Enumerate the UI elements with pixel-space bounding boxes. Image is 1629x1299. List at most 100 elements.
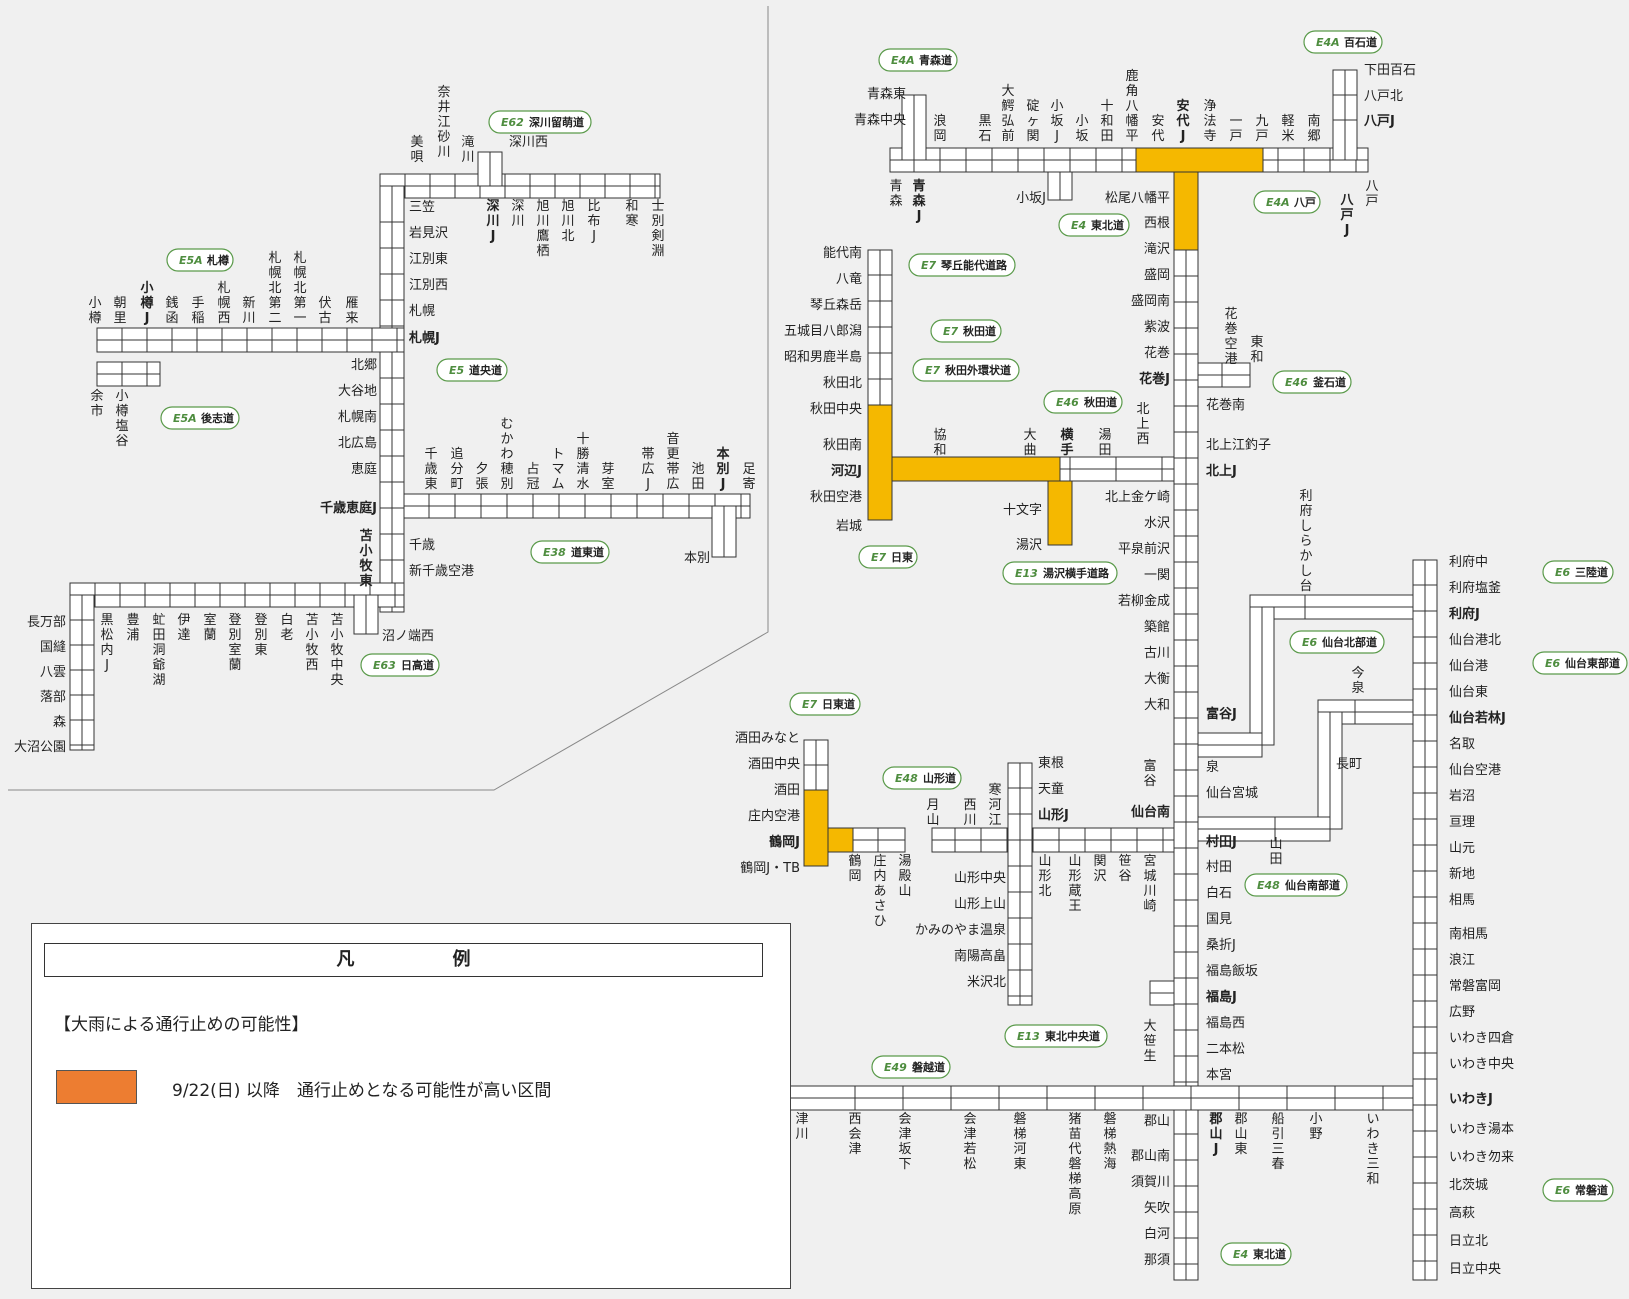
svg-text:清: 清	[576, 462, 589, 477]
station-label: 庄内空港	[748, 808, 800, 824]
svg-text:達: 達	[177, 628, 190, 643]
station-label: 花巻J	[1139, 371, 1170, 387]
svg-text:樽: 樽	[140, 295, 153, 311]
svg-text:小: 小	[359, 544, 372, 559]
station-label: 西川	[963, 798, 976, 828]
svg-text:札樽: 札樽	[206, 253, 229, 267]
svg-text:E4A: E4A	[1266, 196, 1290, 209]
svg-text:J: J	[1344, 223, 1350, 238]
svg-text:唄: 唄	[410, 150, 423, 165]
svg-text:米: 米	[1281, 129, 1294, 144]
svg-text:田: 田	[1269, 852, 1282, 867]
station-label: 横手	[1060, 427, 1074, 458]
station-label: 伏古	[318, 296, 331, 326]
station-label: 余市	[90, 388, 103, 419]
svg-text:ら: ら	[1299, 534, 1312, 549]
svg-text:E4: E4	[1233, 1248, 1248, 1261]
svg-text:戸: 戸	[1229, 129, 1242, 144]
svg-text:関: 関	[1026, 129, 1039, 144]
svg-text:J: J	[144, 311, 150, 326]
station-label: 八竜	[836, 272, 862, 287]
svg-text:伊: 伊	[177, 613, 190, 628]
svg-text:山: 山	[898, 884, 911, 899]
station-label: 南郷	[1307, 113, 1320, 144]
svg-text:八: 八	[1365, 179, 1378, 194]
svg-text:池: 池	[691, 462, 704, 477]
station-label: 軽米	[1281, 114, 1294, 144]
svg-text:湖: 湖	[152, 673, 165, 688]
svg-text:塩: 塩	[115, 419, 128, 434]
hokkaido-inset-border	[8, 6, 769, 791]
svg-text:E4A: E4A	[891, 54, 915, 67]
station-label: 浪岡	[933, 114, 946, 144]
station-label: 鶴岡J・TB	[740, 860, 800, 876]
svg-text:幡: 幡	[1125, 114, 1138, 129]
station-label: 安代J	[1175, 98, 1189, 144]
svg-text:栖: 栖	[536, 244, 549, 259]
svg-text:E49: E49	[884, 1061, 907, 1074]
station-label: 白老	[280, 612, 293, 643]
svg-text:雁: 雁	[345, 296, 358, 311]
svg-text:郡: 郡	[1234, 1112, 1247, 1127]
station-label: 札幌西	[217, 281, 230, 326]
svg-text:殿: 殿	[898, 869, 911, 884]
kosaka-spur	[1047, 171, 1073, 201]
station-label: 八戸	[1365, 179, 1378, 209]
svg-text:里: 里	[113, 311, 126, 326]
station-label: 美唄	[410, 135, 423, 165]
station-label: 北茨城	[1449, 1178, 1488, 1193]
svg-text:稲: 稲	[191, 311, 204, 326]
station-label: 豊浦	[126, 613, 139, 643]
station-label: 福島飯坂	[1206, 964, 1258, 979]
svg-text:幌: 幌	[293, 265, 306, 281]
hokkaido-fukagawa-road	[379, 173, 661, 199]
svg-text:登: 登	[228, 613, 241, 628]
svg-text:苫: 苫	[330, 612, 343, 628]
svg-text:春: 春	[1271, 1157, 1284, 1172]
svg-text:関: 関	[1093, 854, 1106, 869]
svg-text:別: 別	[651, 214, 664, 229]
svg-text:布: 布	[587, 214, 600, 229]
station-label: 鶴岡	[848, 853, 861, 884]
svg-text:日東: 日東	[891, 550, 914, 564]
station-label: 笹谷	[1118, 853, 1131, 884]
osasou-spur	[1149, 980, 1175, 1006]
station-label: 仙台港	[1449, 659, 1488, 674]
hokkaido-shiribeshi-road	[96, 361, 161, 387]
svg-text:東北道: 東北道	[1253, 1247, 1286, 1261]
svg-text:三: 三	[1271, 1142, 1284, 1157]
svg-text:川: 川	[437, 145, 450, 160]
svg-text:牧: 牧	[359, 558, 373, 574]
svg-text:室: 室	[601, 476, 614, 492]
svg-text:河: 河	[988, 798, 1001, 813]
svg-text:蔵: 蔵	[1068, 884, 1081, 899]
svg-text:谷: 谷	[1143, 774, 1156, 789]
svg-text:わ: わ	[500, 447, 513, 462]
station-label: 小樽J	[140, 281, 153, 326]
svg-text:一: 一	[293, 311, 306, 326]
svg-text:E6: E6	[1555, 1184, 1571, 1197]
legend-item-text: 9/22(日) 以降 通行止めとなる可能性が高い区間	[172, 1081, 552, 1101]
svg-text:E5: E5	[449, 364, 465, 377]
svg-text:古: 古	[318, 311, 331, 326]
station-label: 水沢	[1144, 516, 1170, 531]
station-label: 占冠	[526, 462, 539, 492]
svg-text:仙台南部道: 仙台南部道	[1285, 878, 1340, 892]
svg-text:幌: 幌	[268, 265, 281, 281]
station-label: 旭川北	[561, 199, 574, 244]
svg-text:張: 張	[475, 477, 488, 492]
svg-text:弘: 弘	[1001, 114, 1014, 129]
station-label: いわき四倉	[1449, 1031, 1514, 1046]
svg-text:J: J	[591, 229, 596, 244]
station-label: 鶴岡J	[769, 834, 800, 850]
svg-text:花: 花	[1224, 306, 1237, 322]
svg-text:占: 占	[526, 462, 539, 477]
svg-text:別: 別	[500, 477, 513, 492]
station-label: 青森	[889, 179, 902, 209]
svg-text:鰐: 鰐	[1001, 99, 1014, 114]
svg-text:小: 小	[330, 628, 343, 643]
